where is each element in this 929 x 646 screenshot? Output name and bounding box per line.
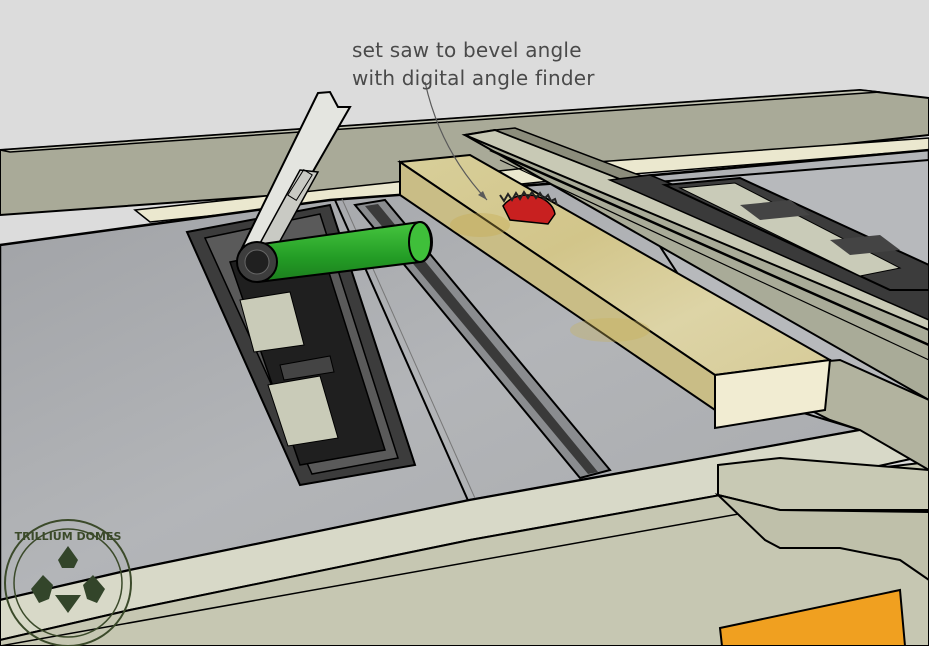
annotation-arrow (424, 81, 488, 201)
annotation-line-1: set saw to bevel angle (352, 38, 582, 62)
logo-text: TRILLIUM DOMES (15, 530, 122, 543)
rip-fence (461, 127, 929, 402)
trillium-logo-icon: TRILLIUM DOMES (4, 519, 132, 646)
saw-stand (718, 588, 907, 646)
annotation-text: set saw to bevel angle with digital angl… (352, 36, 595, 92)
angle-finder-icon (236, 90, 433, 284)
table-front-edge (0, 423, 929, 646)
miter-groove (353, 198, 612, 480)
front-rail-block (714, 456, 929, 582)
saw-blade-icon (499, 190, 558, 225)
annotation-line-2: with digital angle finder (352, 66, 595, 90)
